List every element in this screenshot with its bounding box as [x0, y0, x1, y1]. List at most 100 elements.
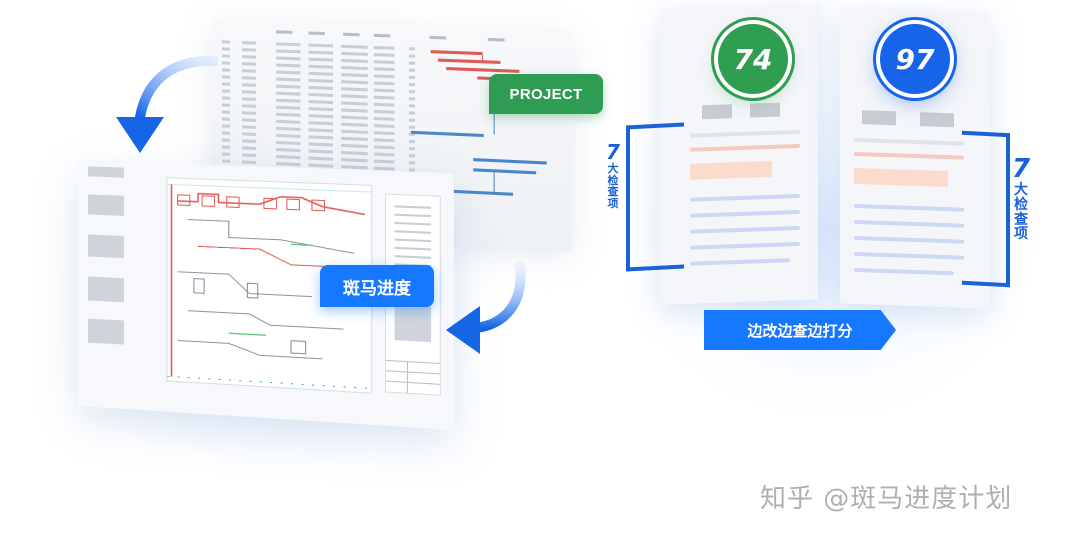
task-row-cell	[241, 90, 256, 94]
task-row-cell	[221, 40, 230, 44]
curved-arrow-left-icon	[446, 262, 526, 354]
check-items-label-right: 7 大 检 查 项	[1011, 154, 1031, 243]
task-row-cell	[308, 142, 333, 147]
card-tag	[862, 110, 896, 126]
task-row-cell	[276, 77, 301, 82]
task-row-cell	[276, 112, 301, 117]
zebra-badge: 斑马进度	[320, 265, 434, 307]
task-row-cell	[408, 97, 416, 101]
header-mark	[343, 32, 360, 37]
task-row-cell	[308, 156, 333, 161]
task-row-cell	[373, 145, 395, 150]
card-highlight	[854, 167, 948, 188]
gantt-bar	[446, 67, 520, 73]
task-row-cell	[373, 138, 395, 143]
task-row-cell	[373, 152, 395, 157]
task-row-cell	[408, 89, 416, 94]
task-row-cell	[341, 58, 368, 63]
task-row-cell	[308, 121, 333, 126]
task-row-cell	[241, 160, 256, 164]
task-row-cell	[308, 78, 333, 83]
task-row-cell	[276, 63, 301, 68]
task-row-cell	[408, 118, 416, 122]
task-row-cell	[341, 108, 368, 113]
task-row-cell	[241, 118, 256, 122]
task-row-cell	[341, 129, 368, 134]
task-row-cell	[308, 135, 333, 140]
card-highlight	[690, 160, 772, 180]
task-row-cell	[241, 132, 256, 136]
gantt-bar	[437, 58, 501, 64]
task-row-cell	[341, 122, 368, 127]
task-row-cell	[276, 154, 301, 160]
task-row-cell	[308, 64, 333, 69]
task-row-cell	[341, 66, 368, 71]
task-row-cell	[241, 153, 256, 157]
title-block-line	[394, 221, 432, 226]
task-row-cell	[373, 166, 395, 171]
task-row-cell	[276, 91, 301, 96]
task-row-cell	[221, 103, 230, 107]
task-row-cell	[276, 162, 301, 167]
sheet-thumb	[87, 234, 124, 259]
task-row-cell	[221, 96, 230, 100]
task-row-cell	[276, 105, 301, 110]
task-row-cell	[408, 54, 416, 58]
task-row-cell	[373, 74, 395, 79]
task-row-cell	[308, 100, 333, 105]
task-row-cell	[221, 159, 230, 163]
task-row-cell	[276, 70, 301, 75]
task-row-cell	[241, 104, 256, 108]
gantt-bar	[473, 158, 547, 165]
task-row-cell	[276, 98, 301, 103]
project-badge: PROJECT	[489, 74, 603, 114]
sheet-thumb	[87, 318, 124, 345]
task-row-cell	[341, 115, 368, 120]
task-row-cell	[408, 139, 416, 144]
watermark: 知乎 @斑马进度计划	[760, 484, 1013, 514]
task-row-cell	[241, 83, 256, 87]
task-row-cell	[341, 80, 368, 85]
task-row-cell	[373, 81, 395, 86]
task-row-cell	[308, 71, 333, 76]
task-row-cell	[308, 85, 333, 90]
bracket-right	[962, 130, 1010, 288]
task-row-cell	[221, 152, 230, 156]
task-row-cell	[408, 111, 416, 115]
task-row-cell	[341, 51, 368, 56]
task-row-cell	[241, 125, 256, 129]
title-block	[385, 193, 441, 396]
task-row-cell	[221, 68, 230, 72]
task-row-cell	[221, 124, 230, 128]
task-row-cell	[408, 161, 416, 165]
task-row-cell	[308, 50, 333, 55]
task-row-cell	[276, 126, 301, 131]
title-block-line	[394, 205, 432, 209]
header-mark	[487, 37, 505, 42]
task-row-cell	[276, 133, 301, 138]
task-row-cell	[221, 89, 230, 93]
task-row-cell	[276, 84, 301, 89]
task-row-cell	[308, 92, 333, 98]
task-row-cell	[408, 75, 416, 80]
check-items-label-left: 7 大 检 查 项	[606, 140, 620, 210]
task-row-cell	[308, 149, 333, 154]
node	[202, 196, 214, 207]
task-row-cell	[241, 139, 256, 143]
task-row-cell	[373, 131, 395, 136]
score-74: 74	[718, 24, 788, 94]
task-row-cell	[341, 87, 368, 92]
task-row-cell	[373, 95, 395, 100]
task-row-cell	[373, 45, 395, 50]
task-row-cell	[221, 131, 230, 135]
task-row-cell	[408, 47, 416, 51]
task-row-cell	[341, 136, 368, 142]
task-row-cell	[373, 60, 395, 65]
sheet-thumb	[87, 166, 124, 178]
task-row-cell	[241, 97, 256, 101]
card-tag	[750, 102, 780, 118]
task-row-cell	[308, 114, 333, 119]
node	[227, 197, 239, 208]
task-row-cell	[341, 44, 368, 49]
bracket-left	[626, 122, 684, 272]
